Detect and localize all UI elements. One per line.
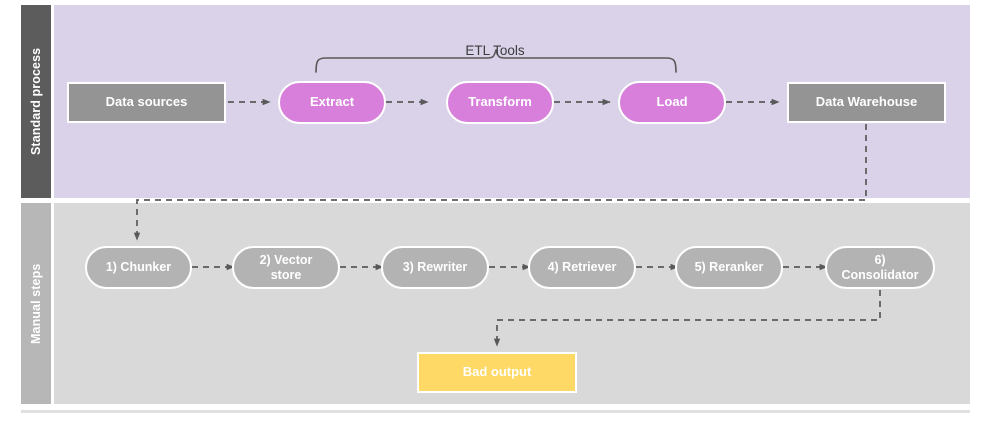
lane-label-manual-steps: Manual steps [21,203,51,404]
node-reranker[interactable]: 5) Reranker [675,246,783,289]
node-transform[interactable]: Transform [446,81,554,124]
node-rewriter[interactable]: 3) Rewriter [381,246,489,289]
node-data-sources[interactable]: Data sources [67,82,226,123]
node-data-warehouse[interactable]: Data Warehouse [787,82,946,123]
etl-tools-label: ETL Tools [465,43,525,58]
lane-label-standard-process: Standard process [21,5,51,198]
node-retriever[interactable]: 4) Retriever [528,246,636,289]
node-chunker[interactable]: 1) Chunker [85,246,192,289]
node-consolidator[interactable]: 6) Consolidator [825,246,935,289]
node-extract[interactable]: Extract [278,81,386,124]
bottom-divider [21,410,970,413]
node-load[interactable]: Load [618,81,726,124]
etl-tools-bracket [315,49,677,73]
node-bad-output[interactable]: Bad output [417,352,577,393]
node-vector-store[interactable]: 2) Vector store [232,246,340,289]
